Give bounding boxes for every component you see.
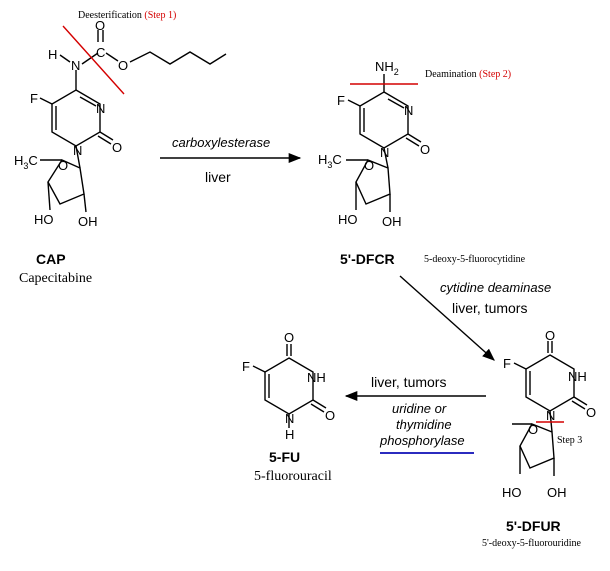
bond (383, 147, 389, 169)
arrow1-site: liver (205, 169, 231, 185)
bond (312, 399, 327, 409)
arrow3-enzyme-line3: phosphorylase (379, 433, 465, 448)
ribose-ring (519, 423, 555, 469)
atom-ho: HO (338, 212, 358, 227)
atom-n: N (546, 408, 555, 423)
atom-f: F (30, 91, 38, 106)
atom-oh: OH (382, 214, 402, 229)
fu-structure (252, 344, 327, 428)
atom-h: H (285, 427, 294, 442)
dfur-abbrev: 5'-DFUR (506, 518, 561, 534)
bond (407, 133, 422, 143)
bond (105, 52, 119, 62)
cap-structure (39, 25, 227, 213)
dfcr-structure (346, 74, 422, 212)
pyrimidine-ring (359, 91, 409, 149)
pyrimidine-ring (264, 357, 314, 415)
dfur-atoms: O NH N O F O HO OH (502, 328, 596, 500)
atom-n: N (285, 411, 294, 426)
ribose-ring (47, 159, 85, 205)
dfcr-abbrev: 5'-DFCR (340, 251, 395, 267)
deesterification-cut (62, 25, 125, 95)
atom-ho: HO (502, 485, 522, 500)
atom-o: O (364, 158, 374, 173)
arrow2-site: liver, tumors (452, 300, 527, 316)
dfur-structure (512, 341, 588, 476)
atom-f: F (337, 93, 345, 108)
arrow1-enzyme: carboxylesterase (172, 135, 270, 150)
arrow3-enzyme-line2: thymidine (396, 417, 452, 432)
atom-h3c: H3C (318, 152, 342, 170)
atom-o: O (58, 158, 68, 173)
ribose-ring (355, 159, 391, 205)
bond (83, 193, 87, 213)
atom-n: N (96, 101, 105, 116)
bond (405, 137, 420, 147)
dfcr-name: 5-deoxy-5-fluorocytidine (424, 254, 526, 265)
dfcr-annotation: Deamination (Step 2) (425, 69, 511, 80)
atom-oh: OH (547, 485, 567, 500)
atom-nh: NH (307, 370, 326, 385)
atom-o: O (112, 140, 122, 155)
bond (310, 403, 325, 413)
fu-abbrev: 5-FU (269, 449, 300, 465)
atom-h3c: H3C (14, 153, 38, 171)
bond (59, 54, 71, 63)
cap-annotation: Deesterification (Step 1) (78, 10, 176, 21)
bond (252, 365, 266, 373)
bond (513, 362, 527, 370)
cap-abbrev: CAP (36, 251, 66, 267)
bond (573, 396, 588, 406)
bond (47, 181, 51, 211)
atom-f: F (242, 359, 250, 374)
dfcr-atoms: NH2 N N O F O H3C HO OH (318, 59, 430, 229)
arrow2-enzyme: cytidine deaminase (440, 280, 551, 295)
atom-n: N (404, 103, 413, 118)
atom-n: N (380, 145, 389, 160)
atom-o: O (586, 405, 596, 420)
atom-o: O (528, 422, 538, 437)
atom-c: C (96, 45, 105, 60)
fu-atoms: O NH N H O F (242, 330, 335, 442)
atom-n: N (73, 143, 82, 158)
atom-o: O (118, 58, 128, 73)
atom-n: N (71, 58, 80, 73)
bond (75, 145, 81, 169)
cap-name: Capecitabine (19, 271, 92, 286)
atom-o: O (325, 408, 335, 423)
cap-atoms: H N C O O N N O F O H3C HO OH (14, 18, 128, 229)
bond (97, 135, 112, 145)
arrow-dfcr-to-dfur (399, 275, 495, 361)
dfur-annotation: Step 3 (557, 435, 582, 446)
pyrimidine-ring (51, 89, 101, 147)
atom-nh: NH (568, 369, 587, 384)
atom-ho: HO (34, 212, 54, 227)
atom-o: O (545, 328, 555, 343)
atom-o: O (420, 142, 430, 157)
atom-h: H (48, 47, 57, 62)
pentyl-chain (129, 51, 227, 65)
pyrimidine-ring (525, 354, 575, 412)
fu-name: 5-fluorouracil (254, 469, 332, 484)
atom-o: O (95, 18, 105, 33)
atom-f: F (503, 356, 511, 371)
dfur-name: 5'-deoxy-5-fluorouridine (482, 538, 582, 549)
bond (347, 99, 361, 107)
bond (99, 131, 114, 141)
bond (81, 52, 99, 65)
atom-nh2: NH2 (375, 59, 399, 77)
bond (79, 96, 97, 107)
atom-o: O (284, 330, 294, 345)
bond (571, 400, 586, 410)
arrow3-site: liver, tumors (371, 374, 446, 390)
arrow3-enzyme-line1: uridine or (392, 401, 447, 416)
bond (387, 98, 405, 109)
bond (39, 97, 53, 105)
atom-oh: OH (78, 214, 98, 229)
